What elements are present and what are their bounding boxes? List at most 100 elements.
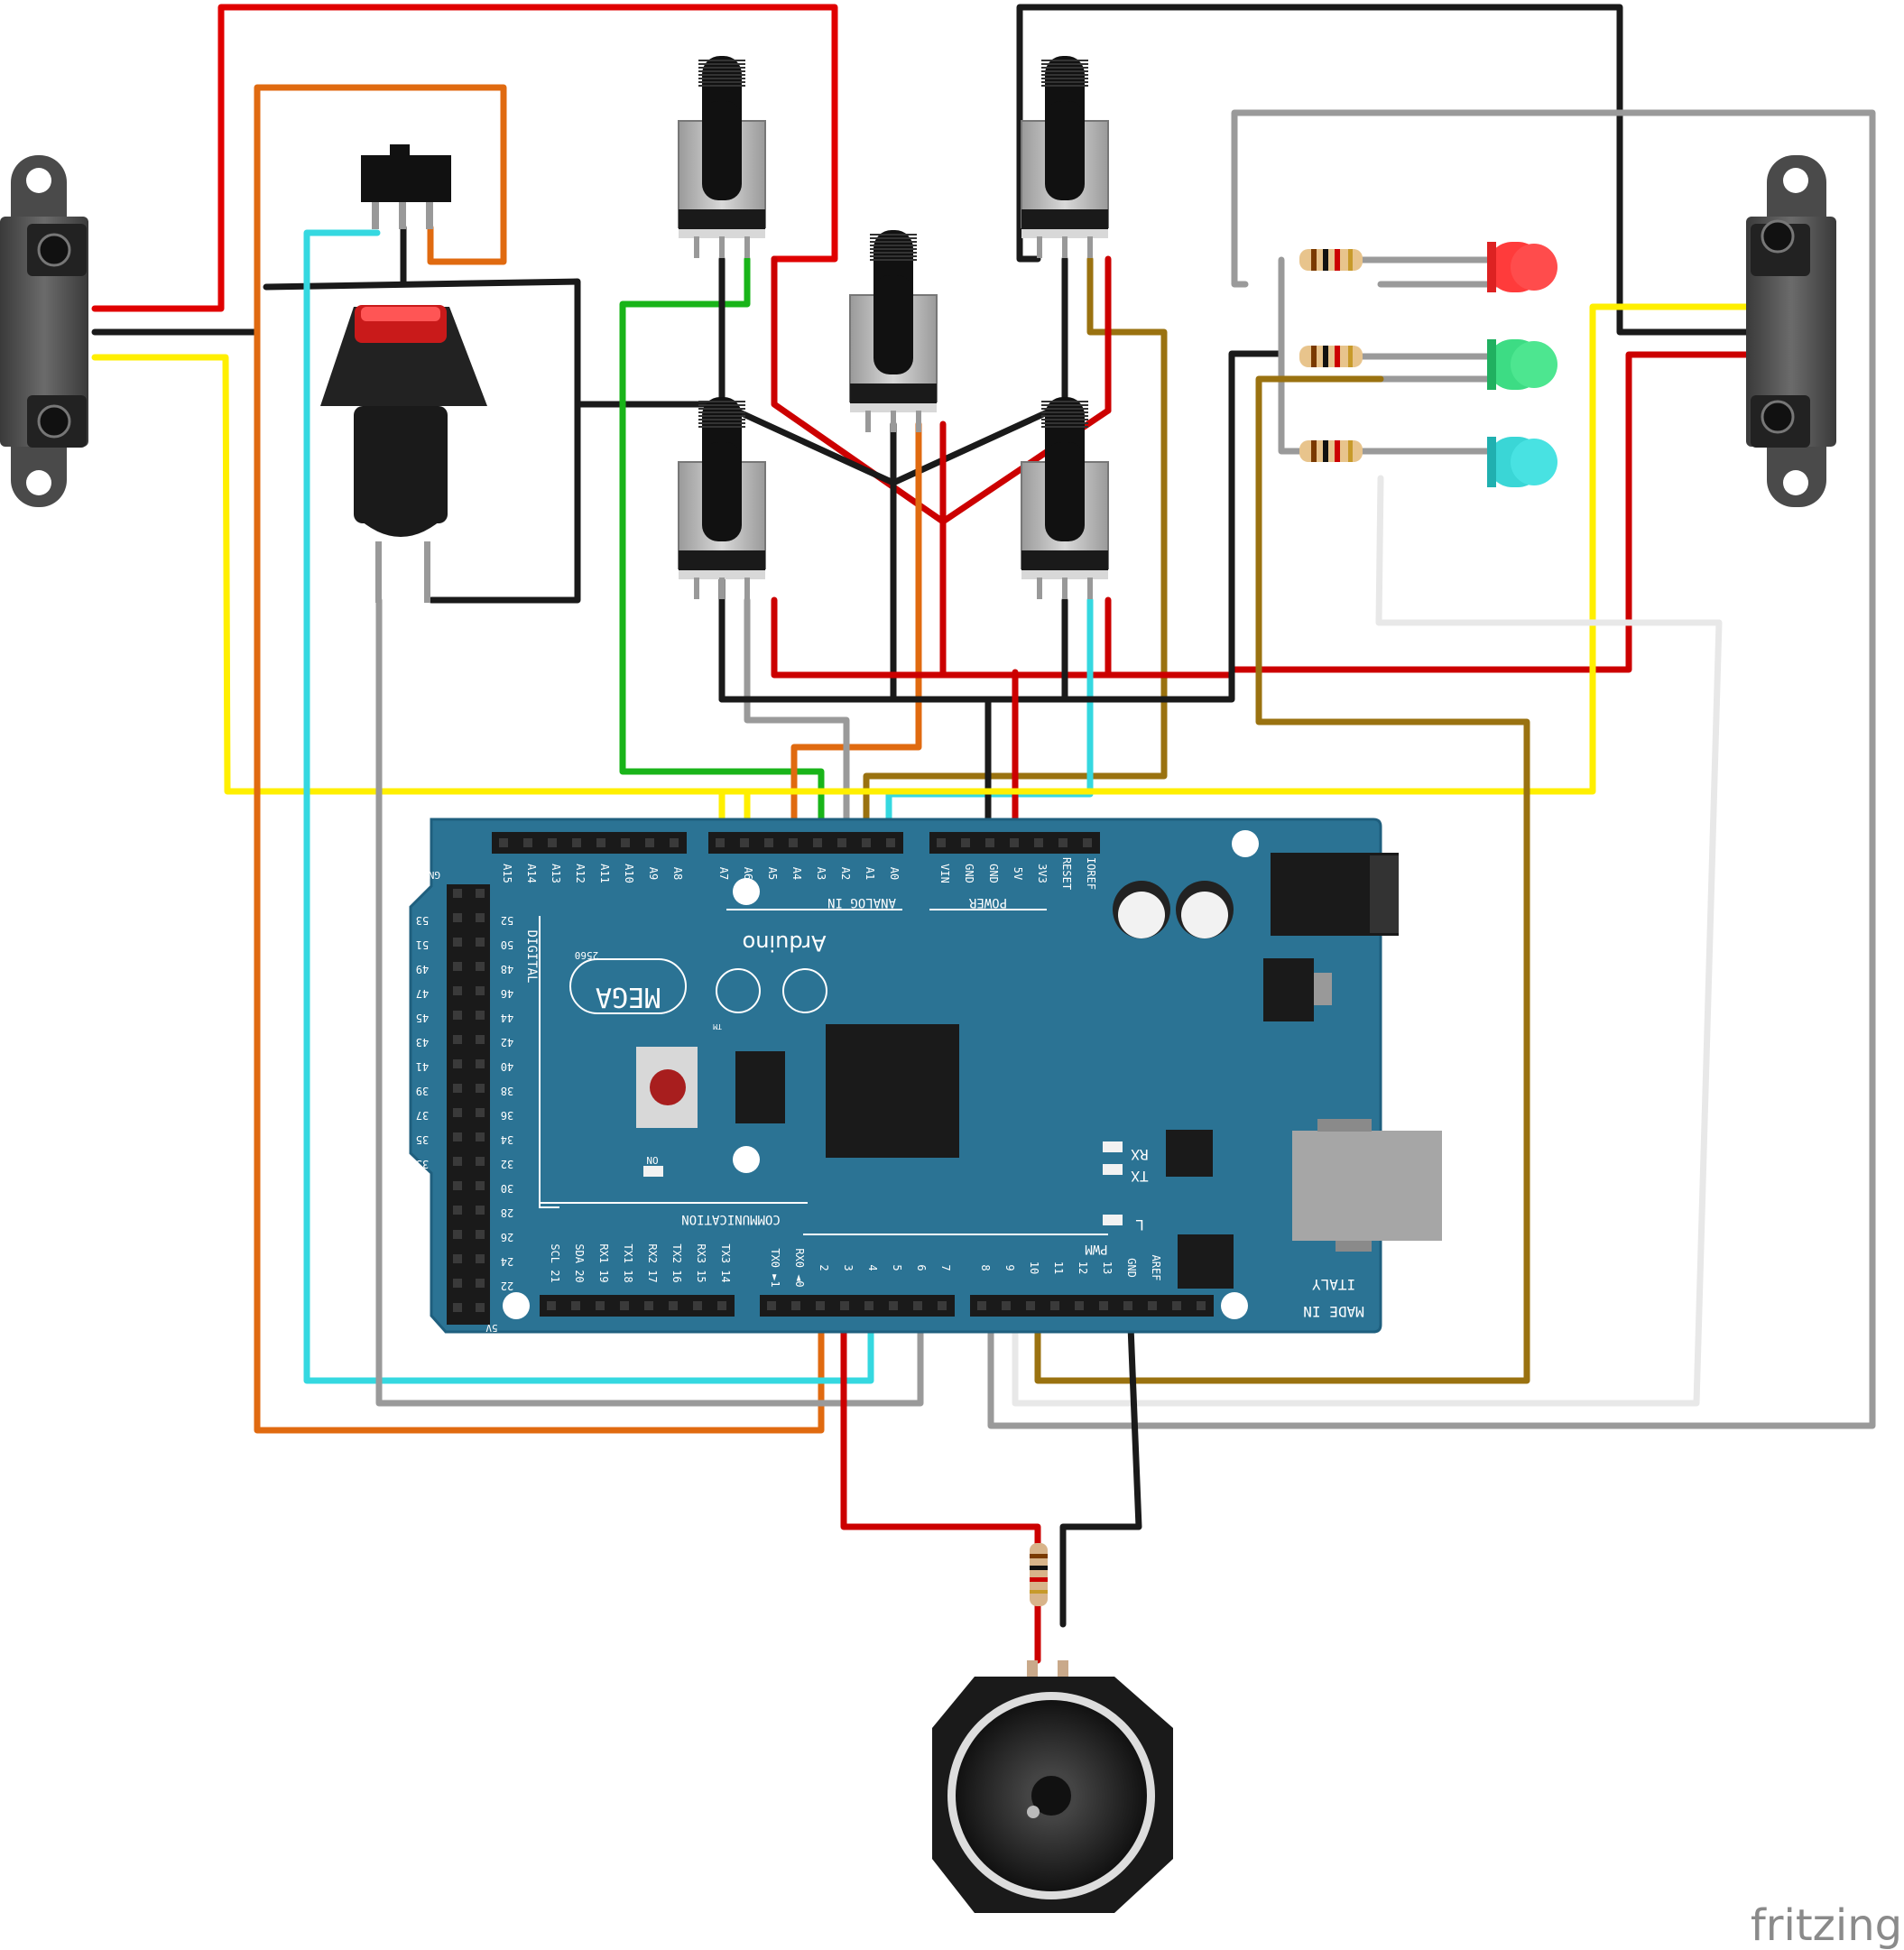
ir-sensor-left: [0, 155, 88, 507]
pin-label-d27: 27: [416, 1231, 429, 1243]
wire-black-gnd-bus: [718, 347, 1285, 703]
speaker: [932, 1543, 1173, 1913]
potentiometer-3[interactable]: [849, 230, 938, 432]
pin-label-pwm-low-2: 2: [818, 1264, 830, 1271]
pin-label-d26: 26: [501, 1231, 513, 1243]
slide-switch[interactable]: [361, 144, 451, 229]
wire-black-top-right: [1016, 4, 1759, 336]
wire-brown-pot2: [863, 255, 1168, 838]
pin-label-d44: 44: [501, 1012, 513, 1024]
header-comm[interactable]: [540, 1295, 735, 1317]
board-analog-label: ANALOG IN: [827, 895, 896, 910]
pin-label-a14: A14: [525, 864, 538, 883]
pin-label-a12: A12: [574, 864, 587, 883]
board-model: MEGA: [596, 981, 661, 1012]
pin-label-a5: A5: [766, 867, 779, 880]
pin-label-a11: A11: [598, 864, 611, 883]
board-made-in-2: MADE IN: [1303, 1303, 1363, 1320]
pin-label-d42: 42: [501, 1036, 513, 1049]
wire-gray-button: [375, 596, 924, 1407]
resistor-1: [1299, 249, 1363, 271]
pin-label-d45: 45: [416, 1012, 429, 1024]
potentiometer-5[interactable]: [1021, 397, 1109, 599]
pin-label-d52: 52: [501, 914, 513, 927]
pin-label-a7: A7: [717, 867, 730, 880]
wire-red-sensor1-vcc: [91, 4, 838, 312]
pin-label-a13: A13: [550, 864, 562, 883]
pin-label-comm-2: RX1 19: [597, 1243, 610, 1282]
pin-label-d50: 50: [501, 938, 513, 951]
pin-label-d24: 24: [501, 1255, 513, 1268]
header-pwm-low[interactable]: [760, 1295, 955, 1317]
arduino-mega-board: Arduino MEGA 2560 TM ITALY MADE IN ANALO…: [409, 818, 1442, 1334]
pin-label-a9: A9: [647, 867, 660, 880]
board-model-sub: 2560: [575, 949, 599, 961]
wire-gray-right-loop: [987, 109, 1876, 1429]
pin-label-pwm-low-5: 5: [891, 1264, 903, 1271]
board-led-on: ON: [646, 1154, 658, 1166]
header-power[interactable]: [929, 832, 1100, 854]
board-led-rx: RX: [1131, 1146, 1149, 1163]
wire-black-pot4-cross: [718, 401, 897, 486]
pushbutton[interactable]: [320, 305, 487, 603]
wire-orange-switch: [254, 84, 825, 1434]
pin-label-pwm-low-3: 3: [842, 1264, 855, 1271]
wire-black-speaker: [1059, 1300, 1142, 1628]
pin-label-pwm-high-6: GND: [1125, 1258, 1138, 1278]
pin-label-d48: 48: [501, 963, 513, 975]
pin-label-power-0: VIN: [938, 864, 951, 883]
pin-label-d37: 37: [416, 1109, 429, 1122]
resistor-2: [1299, 346, 1363, 367]
wire-gray-pot4: [744, 596, 850, 838]
pin-label-comm-7: TX3 14: [719, 1243, 732, 1282]
pin-label-power-1: GND: [963, 864, 975, 883]
resistor-3: [1299, 440, 1363, 462]
board-digital-label: DIGITAL: [524, 929, 539, 983]
wire-gray-resistor-bus: [1278, 256, 1303, 455]
pin-label-a10: A10: [623, 864, 635, 883]
board-gnd-top: GND: [422, 869, 440, 881]
led-resistors: [1299, 249, 1363, 462]
pin-label-a1: A1: [864, 867, 876, 880]
wire-green-pot1: [619, 255, 825, 838]
board-pwm-label: PWM: [1085, 1242, 1107, 1256]
pin-label-a0: A0: [888, 867, 901, 880]
led-cyan: [1487, 437, 1557, 487]
wire-yellow-sensor2-signal: [744, 303, 1759, 795]
wire-black-pot5-cross: [890, 401, 1068, 486]
header-analog-low[interactable]: [708, 832, 903, 854]
pin-label-comm-4: RX2 17: [646, 1243, 659, 1282]
board-led-l: L: [1135, 1216, 1144, 1234]
header-digital-double[interactable]: [447, 884, 490, 1325]
pin-label-power-3: 5V: [1012, 867, 1024, 880]
pin-label-d40: 40: [501, 1060, 513, 1073]
fritzing-watermark: fritzing: [1751, 1900, 1902, 1950]
pin-label-pwm-high-3: 11: [1052, 1261, 1065, 1274]
potentiometer-4[interactable]: [678, 397, 766, 599]
board-power-label: POWER: [968, 895, 1007, 910]
pin-label-comm-3: TX1 18: [622, 1243, 634, 1282]
pin-label-pwm-high-2: 10: [1028, 1261, 1040, 1274]
pin-label-d41: 41: [416, 1060, 429, 1073]
pin-label-d31: 31: [416, 1182, 429, 1195]
pin-label-a6: A6: [742, 867, 754, 880]
header-analog-high[interactable]: [492, 832, 687, 854]
pin-label-pwm-high-5: 13: [1101, 1261, 1114, 1274]
wire-brown-led-green: [1034, 375, 1530, 1384]
potentiometer-1[interactable]: [678, 56, 766, 258]
pin-label-pwm-low-7: 7: [939, 1264, 952, 1271]
pin-label-power-6: IOREF: [1085, 857, 1097, 890]
pin-label-pwm-high-7: AREF: [1150, 1255, 1162, 1281]
ir-sensor-right: [1746, 155, 1836, 507]
pin-label-d34: 34: [501, 1133, 513, 1146]
led-red: [1487, 242, 1557, 292]
pin-label-comm-5: TX2 16: [670, 1243, 683, 1282]
potentiometer-2[interactable]: [1021, 56, 1109, 258]
pin-label-a2: A2: [839, 867, 852, 880]
header-pwm-high[interactable]: [970, 1295, 1214, 1317]
pin-label-power-5: RESET: [1060, 857, 1073, 890]
pin-label-a15: A15: [501, 864, 513, 883]
wire-red-speaker: [840, 1300, 1041, 1547]
pin-label-d33: 33: [416, 1158, 429, 1170]
